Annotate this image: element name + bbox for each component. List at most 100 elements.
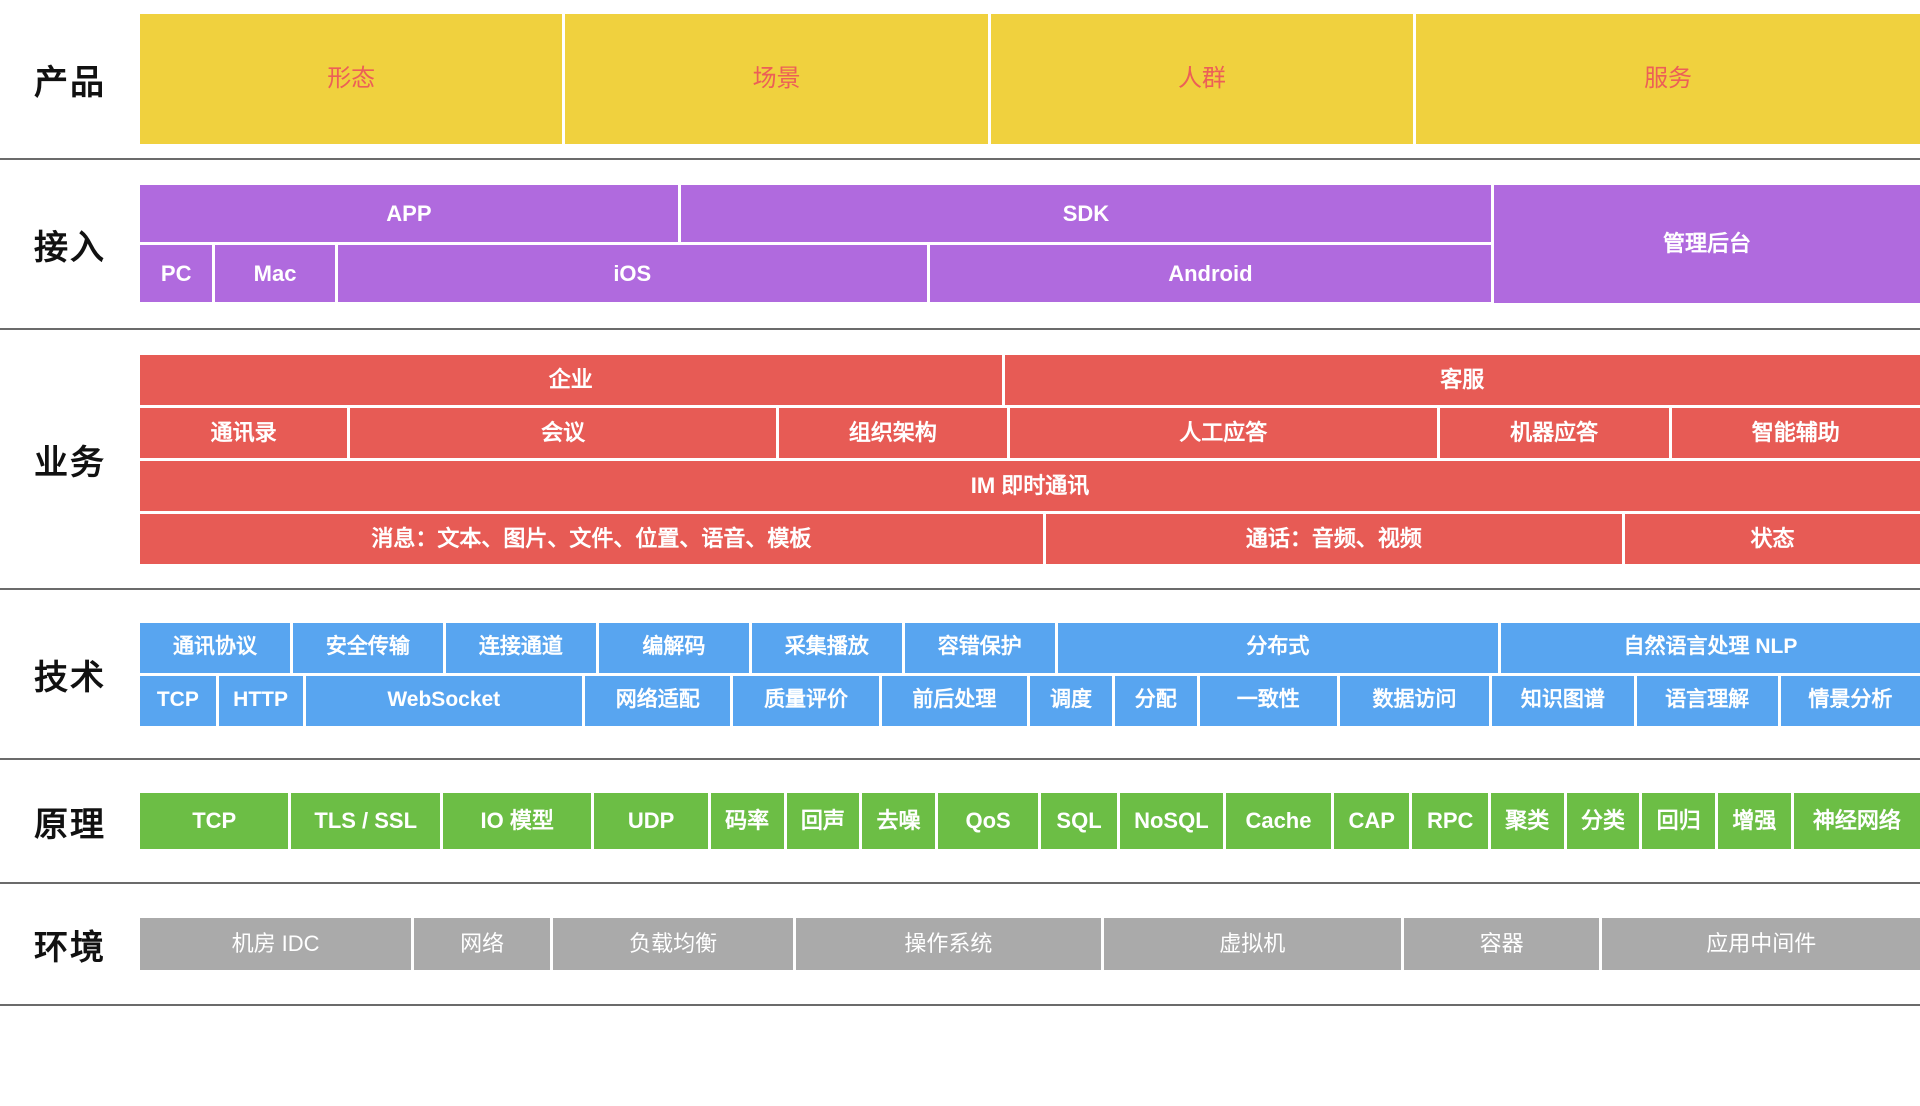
cell-principle-0-1[interactable]: TLS / SSL (291, 793, 440, 849)
cell-technology-1-9[interactable]: 数据访问 (1339, 675, 1490, 726)
layer-label-environment: 环境 (34, 928, 106, 967)
cell-technology-0-2[interactable]: 连接通道 (445, 622, 596, 673)
cell-product-0-3[interactable]: 服务 (1416, 14, 1920, 144)
cell-technology-1-1[interactable]: HTTP (218, 675, 303, 726)
cell-principle-0-14[interactable]: 分类 (1566, 793, 1640, 849)
cell-technology-1-12[interactable]: 情景分析 (1780, 675, 1920, 726)
cell-business-1-3[interactable]: 人工应答 (1009, 407, 1437, 458)
cell-business-1-2[interactable]: 组织架构 (778, 407, 1007, 458)
cell-technology-1-4[interactable]: 质量评价 (733, 675, 879, 726)
cell-technology-0-4[interactable]: 采集播放 (751, 622, 902, 673)
cell-principle-0-5[interactable]: 回声 (786, 793, 860, 849)
cell-access-0-0[interactable]: APP (140, 185, 678, 242)
cell-principle-0-2[interactable]: IO 模型 (442, 793, 592, 849)
cell-technology-1-6[interactable]: 调度 (1030, 675, 1112, 726)
cell-principle-0-6[interactable]: 去噪 (862, 793, 935, 849)
cell-principle-0-0[interactable]: TCP (140, 793, 289, 849)
cell-product-0-2[interactable]: 人群 (990, 14, 1414, 144)
cell-business-3-0[interactable]: 消息：文本、图片、文件、位置、语音、模板 (140, 513, 1043, 564)
cell-technology-1-5[interactable]: 前后处理 (881, 675, 1028, 726)
cell-product-0-1[interactable]: 场景 (565, 14, 988, 144)
cell-business-3-2[interactable]: 状态 (1625, 513, 1920, 564)
cell-access-1-0[interactable]: PC (140, 245, 213, 302)
cell-principle-0-11[interactable]: CAP (1334, 793, 1410, 849)
layer-body-product: 形态场景人群服务 (140, 14, 1920, 144)
cell-business-1-5[interactable]: 智能辅助 (1671, 407, 1920, 458)
cell-principle-0-15[interactable]: 回归 (1642, 793, 1715, 849)
cell-access-admin-console[interactable]: 管理后台 (1494, 185, 1920, 303)
cell-principle-0-8[interactable]: SQL (1041, 793, 1117, 849)
cell-technology-0-7[interactable]: 自然语言处理 NLP (1500, 622, 1920, 673)
cell-environment-0-0[interactable]: 机房 IDC (140, 918, 412, 970)
cell-technology-0-5[interactable]: 容错保护 (904, 622, 1055, 673)
cell-environment-0-6[interactable]: 应用中间件 (1602, 918, 1920, 970)
cell-technology-1-3[interactable]: 网络适配 (585, 675, 731, 726)
cell-environment-0-5[interactable]: 容器 (1403, 918, 1600, 970)
band-business-1: 通讯录会议组织架构人工应答机器应答智能辅助 (140, 407, 1920, 458)
cell-business-1-1[interactable]: 会议 (350, 407, 776, 458)
cell-access-1-3[interactable]: Android (929, 245, 1491, 302)
cell-business-1-4[interactable]: 机器应答 (1439, 407, 1669, 458)
cell-technology-1-0[interactable]: TCP (140, 675, 216, 726)
layer-label-product: 产品 (34, 63, 106, 102)
cell-access-1-1[interactable]: Mac (215, 245, 335, 302)
cell-business-1-0[interactable]: 通讯录 (140, 407, 348, 458)
cell-technology-0-3[interactable]: 编解码 (598, 622, 749, 673)
access-right-column: 管理后台 (1494, 185, 1920, 303)
cell-principle-0-16[interactable]: 增强 (1718, 793, 1791, 849)
layer-label-technology: 技术 (34, 658, 106, 697)
cell-principle-0-12[interactable]: RPC (1412, 793, 1488, 849)
cell-environment-0-2[interactable]: 负载均衡 (553, 918, 794, 970)
cell-business-0-0[interactable]: 企业 (140, 354, 1002, 405)
cell-principle-0-7[interactable]: QoS (937, 793, 1039, 849)
cell-principle-0-10[interactable]: Cache (1225, 793, 1331, 849)
cell-business-3-1[interactable]: 通话：音频、视频 (1045, 513, 1622, 564)
layer-label-principle: 原理 (34, 805, 106, 844)
cell-access-0-1[interactable]: SDK (680, 185, 1491, 242)
layer-label-business: 业务 (34, 443, 106, 482)
band-technology-0: 通讯协议安全传输连接通道编解码采集播放容错保护分布式自然语言处理 NLP (140, 622, 1920, 673)
cell-principle-0-13[interactable]: 聚类 (1490, 793, 1564, 849)
cell-technology-1-7[interactable]: 分配 (1114, 675, 1197, 726)
cell-principle-0-17[interactable]: 神经网络 (1793, 793, 1920, 849)
cell-environment-0-3[interactable]: 操作系统 (796, 918, 1101, 970)
cell-technology-0-0[interactable]: 通讯协议 (140, 622, 290, 673)
cell-technology-1-2[interactable]: WebSocket (305, 675, 583, 726)
cell-technology-1-8[interactable]: 一致性 (1199, 675, 1337, 726)
cell-principle-0-9[interactable]: NoSQL (1119, 793, 1223, 849)
band-business-2: IM 即时通讯 (140, 460, 1920, 511)
cell-environment-0-1[interactable]: 网络 (414, 918, 551, 970)
cell-access-1-2[interactable]: iOS (337, 245, 927, 302)
band-product-0: 形态场景人群服务 (140, 14, 1920, 144)
cell-business-2-0[interactable]: IM 即时通讯 (140, 460, 1920, 511)
band-business-0: 企业客服 (140, 354, 1920, 405)
cell-technology-0-6[interactable]: 分布式 (1057, 622, 1498, 673)
cell-business-0-1[interactable]: 客服 (1004, 354, 1920, 405)
cell-product-0-0[interactable]: 形态 (140, 14, 563, 144)
cell-technology-1-10[interactable]: 知识图谱 (1492, 675, 1634, 726)
cell-principle-0-3[interactable]: UDP (594, 793, 708, 849)
cell-technology-0-1[interactable]: 安全传输 (292, 622, 443, 673)
cell-principle-0-4[interactable]: 码率 (710, 793, 784, 849)
band-business-3: 消息：文本、图片、文件、位置、语音、模板通话：音频、视频状态 (140, 513, 1920, 564)
layer-label-access: 接入 (34, 228, 106, 267)
cell-environment-0-4[interactable]: 虚拟机 (1103, 918, 1401, 970)
cell-technology-1-11[interactable]: 语言理解 (1636, 675, 1778, 726)
